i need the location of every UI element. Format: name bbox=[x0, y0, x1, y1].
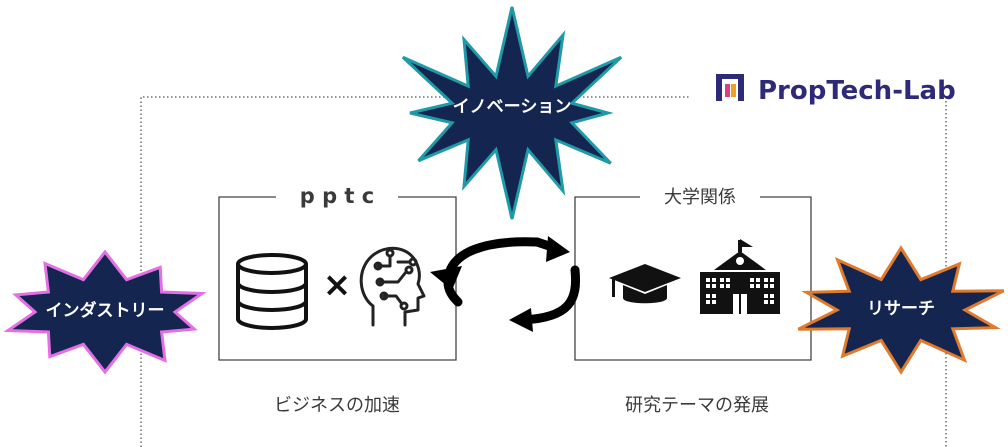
university-box: 大学関係 bbox=[574, 187, 812, 361]
cycle-arrowheads bbox=[430, 236, 570, 332]
university-caption: 研究テーマの発展 bbox=[625, 395, 769, 416]
innovation-label: イノベーション bbox=[453, 97, 572, 117]
school-building-icon bbox=[700, 239, 780, 314]
proptech-logo-icon bbox=[716, 74, 744, 101]
pptc-box: p p t c bbox=[218, 184, 457, 361]
times-symbol: × bbox=[323, 265, 352, 305]
proptech-logo: PropTech-Lab bbox=[716, 74, 956, 106]
research-burst: リサーチ bbox=[797, 245, 1005, 375]
logo-text: PropTech-Lab bbox=[758, 76, 956, 106]
pptc-box-title: p p t c bbox=[300, 184, 374, 208]
pptc-caption: ビジネスの加速 bbox=[274, 395, 400, 416]
graduation-cap-icon bbox=[609, 264, 681, 304]
innovation-burst: イノベーション bbox=[401, 6, 623, 220]
ai-head-icon bbox=[359, 246, 426, 327]
university-box-title: 大学関係 bbox=[664, 187, 736, 208]
industry-label: インダストリー bbox=[46, 300, 165, 321]
database-icon bbox=[236, 253, 308, 330]
research-label: リサーチ bbox=[867, 299, 935, 319]
industry-burst: インダストリー bbox=[3, 249, 207, 375]
